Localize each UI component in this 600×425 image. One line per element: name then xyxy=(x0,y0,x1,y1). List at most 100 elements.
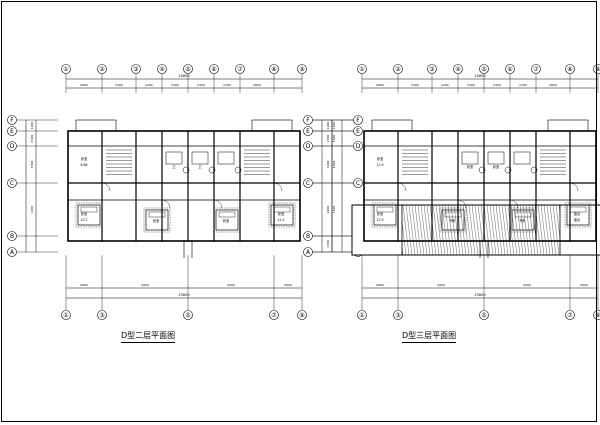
axis-right-1-text: E xyxy=(356,128,360,135)
axis-bottom-4-text: ⑨ xyxy=(299,312,304,319)
axis-top-6-text: ⑦ xyxy=(533,66,539,73)
room-label-5: 卧室 xyxy=(223,218,229,223)
hatch-line xyxy=(486,204,494,256)
hatch-line xyxy=(408,204,416,256)
door-swing xyxy=(273,182,283,192)
room-label-4: 卧室 xyxy=(153,218,159,223)
axis-bottom-0-text: ① xyxy=(359,312,364,319)
hatch-line xyxy=(495,204,503,256)
dim-left-0: 1200 xyxy=(326,122,330,130)
axis-bottom-2-circle xyxy=(479,310,489,320)
axis-left-4-circle xyxy=(303,231,313,241)
axis-top-3-text: ④ xyxy=(455,66,460,73)
toilet xyxy=(530,166,538,174)
room-label-9: 卫 xyxy=(198,165,202,169)
door-swing xyxy=(397,182,407,192)
hatch-line xyxy=(489,204,497,256)
axis-right-0-text: F xyxy=(356,117,360,124)
pillow xyxy=(273,206,291,213)
axis-left-3-text: C xyxy=(10,180,14,187)
toilet xyxy=(208,166,216,174)
hatch-line xyxy=(423,204,431,256)
dim-left-1: 1300 xyxy=(326,135,330,143)
bed xyxy=(145,209,169,231)
pillow xyxy=(218,211,236,218)
axis-left-3-circle xyxy=(303,178,313,188)
hatch-line xyxy=(468,204,476,256)
dim-top-0: 2600 xyxy=(80,83,88,87)
axis-left-5-circle xyxy=(7,247,17,257)
axis-left-1-text: E xyxy=(306,128,310,135)
bed xyxy=(270,204,294,226)
dim-left-2: 4300 xyxy=(30,161,34,169)
dim-bottom-1: 4200 xyxy=(437,283,445,287)
building-outline xyxy=(67,130,301,242)
axis-top-2-text: ③ xyxy=(429,66,434,73)
axis-top-8-circle xyxy=(297,64,307,74)
axis-left-1-circle xyxy=(303,126,313,136)
dim-bottom-total: 15600 xyxy=(474,293,485,297)
hatch-line xyxy=(546,204,554,256)
pillow xyxy=(148,211,166,218)
dim-top-6: 2600 xyxy=(253,83,261,87)
dim-top-0: 2600 xyxy=(376,83,384,87)
room-label-0: 卧室 xyxy=(377,156,383,161)
axis-bottom-1-circle xyxy=(393,310,403,320)
door-swing xyxy=(509,199,519,209)
dim-top-2: 2100 xyxy=(441,83,449,87)
axis-left-0-circle xyxy=(303,115,313,125)
dim-top-3: 2100 xyxy=(467,83,475,87)
rug xyxy=(509,207,537,233)
hatch-line xyxy=(537,204,545,256)
plan-left-title-text: D型二层平面图 xyxy=(121,331,176,340)
axis-top-0-circle xyxy=(61,64,71,74)
hatch-line xyxy=(501,204,509,256)
dim-bottom-1: 4200 xyxy=(141,283,149,287)
north-window xyxy=(251,119,293,132)
hatch-line xyxy=(432,204,440,256)
room-label-0: 卧室 xyxy=(81,156,87,161)
axis-left-2-circle xyxy=(7,141,17,151)
hatch-line xyxy=(426,204,434,256)
dim-top-5: 2100 xyxy=(223,83,231,87)
bathtub xyxy=(461,151,479,165)
dim-top-1: 2100 xyxy=(115,83,123,87)
pillow xyxy=(80,206,98,213)
plan-left-title: D型二层平面图 xyxy=(121,330,176,343)
axis-top-8-text: ⑨ xyxy=(595,66,600,73)
toilet xyxy=(234,166,242,174)
axis-top-1-circle xyxy=(97,64,107,74)
rug xyxy=(143,207,171,233)
room-label-6: 卧室 xyxy=(278,211,284,216)
axis-bottom-1-text: ③ xyxy=(99,312,104,319)
axis-top-4-circle xyxy=(183,64,193,74)
dim-top-2: 2100 xyxy=(145,83,153,87)
room-label-9: 卧室 xyxy=(493,164,499,169)
room-label-8: 卧室 xyxy=(467,164,473,169)
axis-bottom-1-text: ③ xyxy=(395,312,400,319)
axis-bottom-3-circle xyxy=(565,310,575,320)
axis-top-0-text: ① xyxy=(359,66,364,73)
north-window xyxy=(547,119,589,132)
hatch-line xyxy=(504,204,512,256)
axis-top-5-text: ⑥ xyxy=(507,66,512,73)
axis-top-7-circle xyxy=(565,64,575,74)
axis-left-2-circle xyxy=(303,141,313,151)
axis-bottom-3-text: ⑦ xyxy=(271,312,277,319)
axis-left-2-text: D xyxy=(306,143,311,150)
toilet xyxy=(182,166,190,174)
rug xyxy=(213,207,241,233)
bathtub xyxy=(191,151,209,165)
axis-bottom-3-circle xyxy=(269,310,279,320)
axis-top-4-text: ⑤ xyxy=(185,66,190,73)
axis-top-6-circle xyxy=(531,64,541,74)
axis-right-2-text: D xyxy=(356,143,361,150)
axis-top-2-circle xyxy=(427,64,437,74)
pillow xyxy=(376,206,394,213)
axis-right-3-text: C xyxy=(356,180,360,187)
terrace-left-mask xyxy=(351,204,403,256)
dim-right-0: 1200 xyxy=(332,122,336,130)
